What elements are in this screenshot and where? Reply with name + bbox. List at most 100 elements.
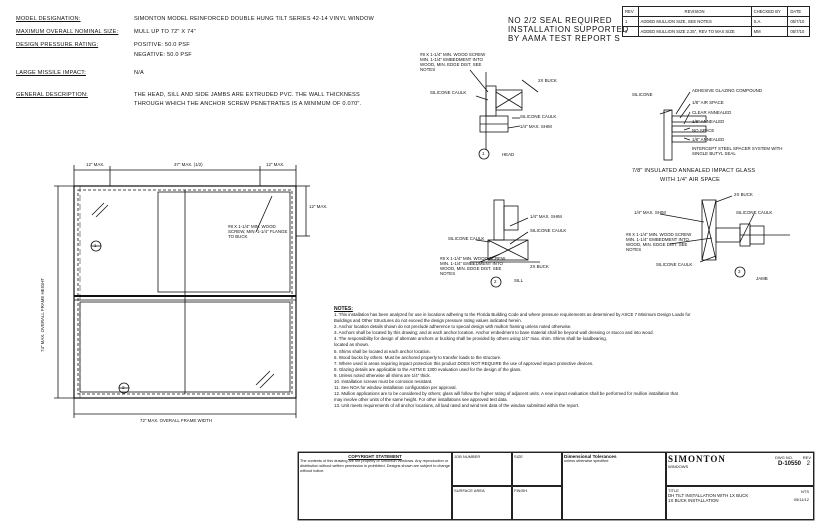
note-item: 9. Unless noted otherwise all shims are … <box>334 372 431 378</box>
jamb-caulk-label-2: SILICONE CAULK <box>656 262 693 267</box>
revision-cell: ADDED MULLION SIZE 2.25", REV TO MAX SIZ… <box>637 26 752 37</box>
model-designation-label: MODEL DESIGNATION: <box>16 16 81 22</box>
jamb-shim-label: 1/4" MAX. SHIM <box>634 210 666 215</box>
dwg-no-label: DWG NO. <box>775 455 793 460</box>
notes-section: NOTES: 1. This installation has been ana… <box>334 306 804 410</box>
note-item: located as shown. <box>334 342 370 348</box>
table-row: 2 ADDED MULLION SIZE 2.25", REV TO MAX S… <box>622 26 810 37</box>
note-item: 7. Where used in areas requiring impact … <box>334 360 594 366</box>
job-number-cell: JOB NUMBER <box>452 452 512 486</box>
elevation-dimensions <box>54 165 310 418</box>
note-item: 6. Wood bucks by others. Must be anchore… <box>334 354 502 360</box>
note-item: may involve other units of the same heig… <box>334 397 508 403</box>
date-value: 05/11/12 <box>793 497 809 502</box>
glass-caption-1: 7/8" INSULATED ANNEALED IMPACT GLASS <box>632 168 756 174</box>
note-item: 5. Shims shall be located at each anchor… <box>334 348 431 354</box>
note-item: 8. Glazing details are applicable to the… <box>334 366 522 372</box>
anchor-callout: #8 X 1-1/4" MIN. WOOD SCREW, MIN. 1-1/4"… <box>228 224 288 239</box>
company-cell: SIMONTON WINDOWS DWG NO. D-10550 REV 2 <box>666 452 814 486</box>
copyright-text: The contents of this drawing are the pro… <box>300 459 450 473</box>
design-pressure-label: DESIGN PRESSURE RATING: <box>16 42 99 48</box>
approval-line-3: BY AAMA TEST REPORT S <box>508 34 621 43</box>
glass-caption-2: WITH 1/4" AIR SPACE <box>660 177 721 183</box>
surface-label: SURFACE AREA <box>454 488 485 493</box>
sill-caulk-label: SILICONE CAULK <box>448 236 485 241</box>
head-detail-drawing <box>469 69 539 160</box>
note-item: 11. See NOA for window installation conf… <box>334 385 457 391</box>
glass-label: SILICONE <box>632 92 653 97</box>
sill-caulk-label-2: SILICONE CAULK <box>530 228 567 233</box>
size-label: SIZE <box>514 454 523 459</box>
glass-label: NO SPACE <box>692 128 715 133</box>
note-item: 2. Anchor location details shown do not … <box>334 324 572 330</box>
finish-label: FINISH <box>514 488 528 493</box>
max-size-label: MAXIMUM OVERALL NOMINAL SIZE: <box>16 29 119 35</box>
approval-line-2: INSTALLATION SUPPORTED <box>508 25 629 34</box>
revision-table: REV REVISION CHECKED BY DATE 1 ADDED MUL… <box>622 6 810 37</box>
drawing-subtitle: 1X BUCK INSTALLATION <box>668 498 719 503</box>
revision-cell: MM <box>750 26 789 37</box>
finish-cell: FINISH <box>512 486 562 520</box>
general-description-label: GENERAL DESCRIPTION: <box>16 92 88 98</box>
sill-marker: 2 <box>494 279 497 284</box>
copyright-cell: COPYRIGHT STATEMENT The contents of this… <box>298 452 452 520</box>
marker-label: 1 <box>94 243 97 248</box>
sill-screw-label: #8 X 1-1/4" MIN. WOOD SCREW MIN. 1-1/4" … <box>440 256 506 276</box>
revision-header-row: REV REVISION CHECKED BY DATE <box>622 6 810 17</box>
marker-label: 2 <box>122 385 125 390</box>
impact-label: LARGE MISSILE IMPACT: <box>16 70 86 76</box>
window-elevation <box>73 185 297 399</box>
glass-label: ADHESIVE GLAZING COMPOUND <box>692 88 763 93</box>
job-number-label: JOB NUMBER <box>454 454 481 459</box>
jamb-caulk-label: SILICONE CAULK <box>736 210 773 215</box>
glass-label: CLEAR ANNEALED <box>692 110 732 115</box>
scale-value: NTS <box>801 489 809 494</box>
max-size-value: Mull up to 72" x 74" <box>134 29 196 35</box>
company-logo: SIMONTON <box>668 454 726 464</box>
note-item: 1. This installation has been analyzed f… <box>334 312 691 317</box>
top-dim-center: 37" MAX. (1/2) <box>174 162 203 167</box>
general-description-line2: through which the anchor screw penetrate… <box>134 101 362 107</box>
head-screw-label: #8 X 1-1/4" MIN. WOOD SCREW MIN. 1-1/4" … <box>420 52 486 72</box>
sill-title: SILL <box>514 278 524 283</box>
jamb-buck-label: 2X BUCK <box>734 192 753 197</box>
sill-detail-drawing <box>470 199 540 288</box>
tolerance-title: Dimensional Tolerances <box>564 454 617 459</box>
design-pressure-positive: Positive: 50.0 PSF <box>134 42 190 48</box>
drawing-title-cell: TITLE DH TILT INSTALLATION WITH 1X BUCK … <box>666 486 814 520</box>
revision-cell: 05/7/10 <box>787 26 810 37</box>
tolerance-cell: Dimensional Tolerances unless otherwise … <box>562 452 666 520</box>
glass-label: 1/8" ANNEALED <box>692 119 725 124</box>
glass-label: 1/8" AIR SPACE <box>692 100 724 105</box>
rev-value: 2 <box>806 461 810 467</box>
approval-line-1: NO 2/2 SEAL REQUIRED <box>508 16 613 25</box>
head-caulk-label-2: SILICONE CAULK <box>520 114 557 119</box>
jamb-detail-drawing <box>659 195 790 278</box>
company-sub: WINDOWS <box>668 464 689 469</box>
size-cell: SIZE <box>512 452 562 486</box>
design-pressure-negative: Negative: 50.0 PSF <box>134 52 192 58</box>
approval-note: NO 2/2 SEAL REQUIRED INSTALLATION SUPPOR… <box>508 16 629 43</box>
copyright-title: COPYRIGHT STATEMENT <box>348 454 402 459</box>
jamb-screw-label: #8 X 1-1/4" MIN. WOOD SCREW MIN. 1-1/4" … <box>626 232 692 252</box>
note-item: 13. Unit meets requirements of all ancho… <box>334 403 580 409</box>
surface-cell: SURFACE AREA <box>452 486 512 520</box>
model-designation-value: Simonton Model Reinforced Double Hung Ti… <box>134 16 374 22</box>
head-title: HEAD <box>502 152 515 157</box>
notes-title: NOTES: <box>334 306 353 312</box>
dwg-no: D-10550 <box>777 461 801 467</box>
rev-label: REV <box>802 455 811 460</box>
general-description-line1: The head, sill and side jambs are extrud… <box>134 92 360 98</box>
tolerance-subtitle: unless otherwise specified <box>564 459 609 463</box>
overall-height-dim: 74" MAX. OVERALL FRAME HEIGHT <box>40 277 45 352</box>
drawing-title: DH TILT INSTALLATION WITH 1X BUCK <box>668 493 749 498</box>
top-dim-right: 12" MAX. <box>266 162 285 167</box>
glass-label: INTERCEPT STEEL SPACER SYSTEM WITH SINGL… <box>692 146 783 156</box>
head-caulk-label: SILICONE CAULK <box>430 90 467 95</box>
drawing-title-label: TITLE <box>668 488 679 493</box>
note-item: 4. The responsibility for design of alte… <box>334 336 607 342</box>
note-item: 3. Anchors shall be located by this draw… <box>334 330 654 336</box>
note-item: 10. Installation screws must be corrosio… <box>334 379 433 385</box>
impact-value: N/A <box>134 70 144 76</box>
